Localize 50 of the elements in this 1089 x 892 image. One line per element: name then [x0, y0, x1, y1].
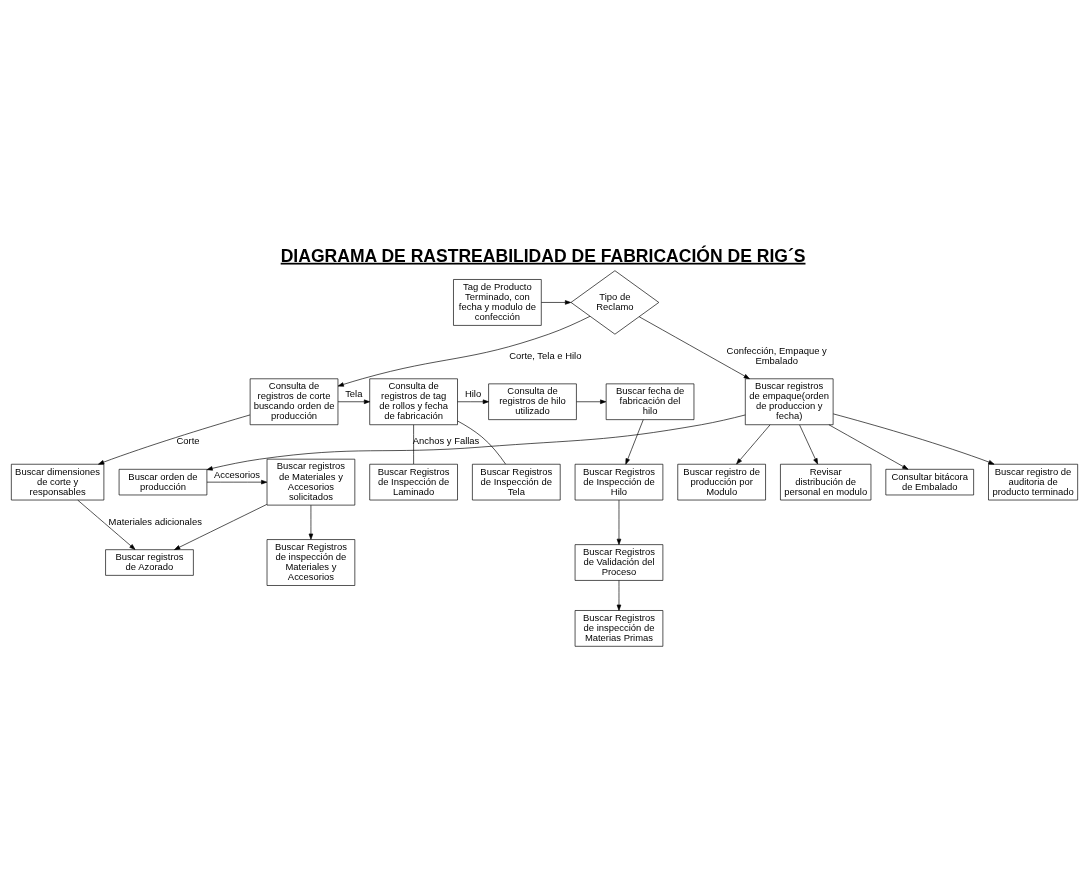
arrow — [98, 414, 251, 465]
node-box: Buscar Registros de inspección de Materiales y Accesorios — [266, 539, 356, 586]
connector — [413, 424, 414, 465]
arrow — [541, 300, 572, 305]
node-box: Tag de Producto Terminado, con fecha y modulo de confección — [453, 279, 542, 326]
edge-label: Accesorios — [213, 468, 261, 480]
node-box: Buscar registros de Azorado — [105, 549, 194, 576]
node-box: Revisar distribución de personal en modulo — [780, 463, 872, 501]
arrow — [832, 413, 995, 465]
node-box: Buscar Registros de Inspección de Laminado — [369, 463, 458, 501]
node-box: Consulta de registros de tag de rollos y fecha de fabricación — [369, 378, 458, 426]
edge-label: Hilo — [464, 388, 482, 400]
arrow — [77, 499, 136, 550]
arrow — [625, 419, 644, 465]
node-box: Buscar registros de empaque(orden de produccion y fecha) — [744, 378, 834, 426]
arrow — [828, 424, 909, 470]
arrow — [736, 424, 771, 465]
diagram-title: DIAGRAMA DE RASTREABILIDAD DE FABRICACIÓN DE RIG´S — [280, 245, 806, 266]
node-box: Consulta de registros de corte buscando orden de producción — [249, 378, 339, 426]
arrow — [799, 424, 818, 465]
arrow — [616, 499, 622, 545]
arrow — [174, 504, 268, 550]
node-box: Buscar fecha de fabricación del hilo — [605, 383, 695, 420]
edge-label: Corte — [176, 435, 200, 447]
node-box: Consulta de registros de hilo utilizado — [488, 383, 577, 420]
node-box: Buscar Registros de Inspección de Tela — [472, 463, 561, 501]
arrow — [337, 316, 591, 387]
node-box: Consultar bitácora de Embalado — [885, 468, 974, 496]
node-diamond: Tipo de Reclamo — [570, 270, 660, 335]
arrow — [457, 399, 489, 404]
node-box: Buscar Registros de Inspección de Hilo — [574, 463, 664, 501]
arrow — [616, 580, 622, 611]
arrow — [576, 399, 607, 404]
node-box: Buscar registros de Materiales y Accesorios solicitados — [266, 458, 356, 506]
edge-label: Materiales adicionales — [108, 515, 202, 527]
arrow — [337, 399, 371, 404]
edge-label: Tela — [345, 388, 363, 400]
node-box: Buscar registro de auditoria de producto terminado — [988, 463, 1078, 501]
node-box: Buscar orden de producción — [118, 468, 208, 496]
arrow — [206, 414, 746, 471]
node-box: Buscar Registros de inspección de Materias Primas — [574, 610, 664, 647]
arrow — [638, 316, 750, 380]
node-box: Buscar Registros de Validación del Proceso — [574, 544, 664, 581]
arrow — [308, 504, 314, 540]
node-box: Buscar registro de producción por Modulo — [677, 463, 766, 501]
arrow — [206, 479, 268, 485]
connector — [457, 420, 506, 465]
edge-label: Corte, Tela e Hilo — [509, 349, 582, 361]
node-box: Buscar dimensiones de corte y responsables — [11, 463, 105, 501]
edge-label: Confección, Empaque y Embalado — [726, 344, 827, 367]
